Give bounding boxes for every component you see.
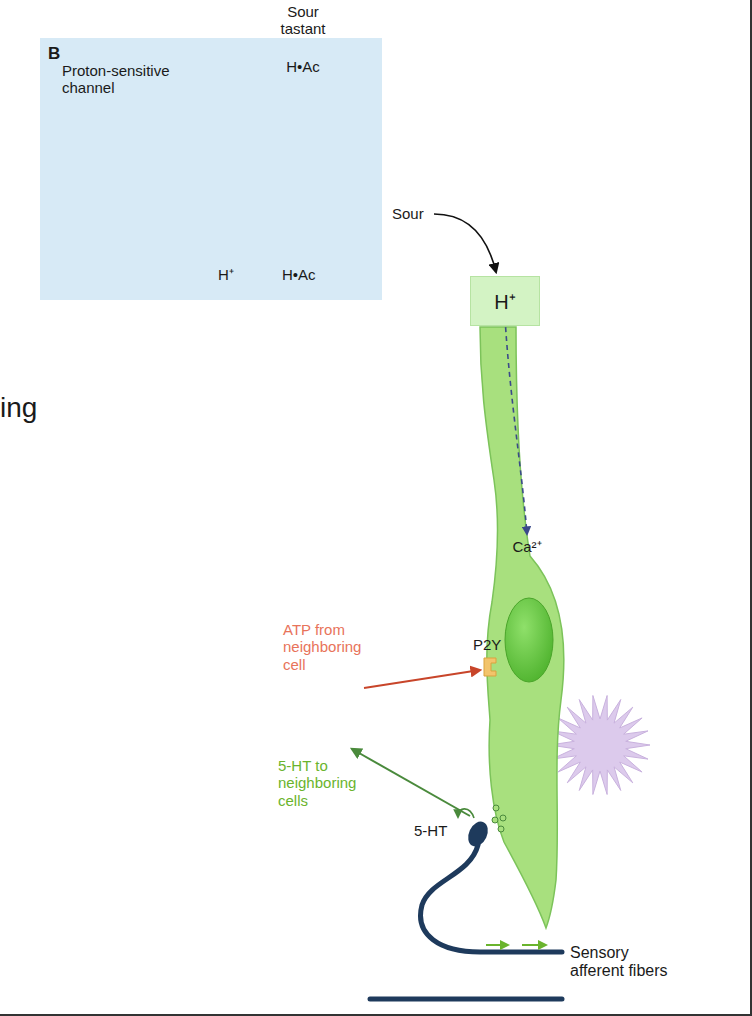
ion-label: H⁺ (218, 266, 242, 283)
p2y-receptor (484, 658, 496, 676)
frame-line (0, 1014, 752, 1016)
panel-letter: B (48, 44, 60, 64)
afferent-fiber (421, 845, 562, 952)
annotation: ATP from neighboring cell (283, 621, 375, 673)
vesicle (500, 815, 506, 821)
frame-line (750, 0, 752, 1016)
proton-box: H⁺ (470, 276, 540, 326)
receptor-label: P2Y (473, 636, 507, 653)
vesicle (492, 817, 498, 823)
stimulus-arrow (434, 214, 496, 272)
acid-label: H•Ac (282, 266, 328, 283)
signal-direction-arrow (522, 944, 546, 946)
serotonin-curl (458, 809, 474, 818)
signal-direction-arrow (486, 944, 508, 946)
clipped-heading: ing (0, 392, 60, 424)
channel-label: Proton-sensitive channel (62, 62, 187, 97)
vesicle (498, 826, 504, 832)
serotonin-arrow (352, 749, 470, 816)
afferent-fiber (370, 997, 562, 1002)
fiber-label: Sensory afferent fibers (570, 944, 682, 981)
tastant-label: Sour tastant (268, 3, 338, 38)
annotation: 5-HT to neighboring cells (278, 757, 370, 809)
activation-burst (550, 696, 650, 795)
signal-arrow (505, 318, 527, 534)
ion-label: H⁺ (494, 288, 515, 315)
nerve-ending (464, 818, 491, 849)
vesicle (493, 805, 499, 811)
ion-label: Ca²⁺ (500, 538, 554, 555)
cell-nucleus (505, 598, 553, 682)
acid-label: H•Ac (280, 58, 326, 75)
atp-arrow (364, 670, 480, 688)
stimulus-label: Sour (392, 205, 432, 222)
taste-cell (480, 327, 564, 928)
transmitter-label: 5-HT (414, 822, 456, 839)
